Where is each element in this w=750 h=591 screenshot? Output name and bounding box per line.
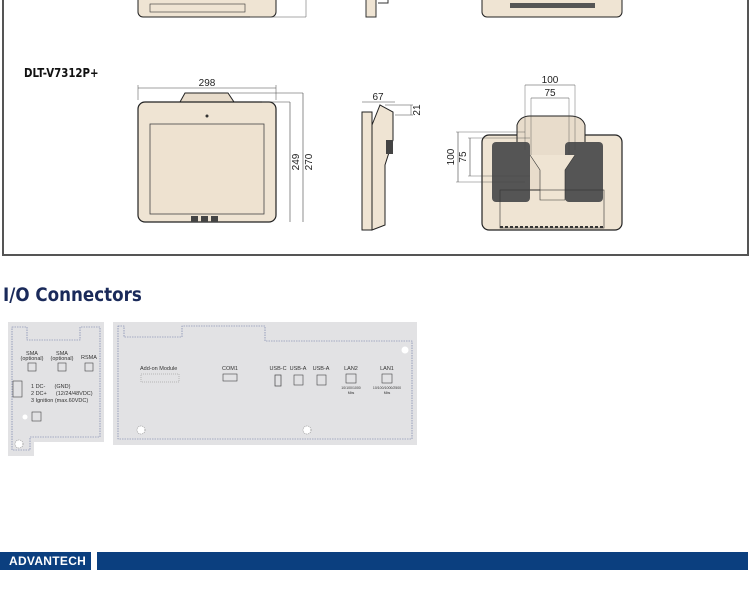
dim-vesa-h-outer: 100 xyxy=(542,75,559,86)
dim-height-inner: 249 xyxy=(291,153,302,170)
sma1-port xyxy=(27,362,37,372)
power-pin-3: 3 Ignition (max.60VDC) xyxy=(31,398,88,404)
dim-height-total: 270 xyxy=(304,153,315,170)
com1-label: COM1 xyxy=(222,366,238,372)
lan1-speed: 10/100/1000/2500 xyxy=(373,386,401,390)
dim-vesa-v-outer: 100 xyxy=(446,148,457,165)
previous-model-back-view xyxy=(481,0,623,18)
rsma-label: RSMA xyxy=(81,355,97,361)
lan2-label: LAN2 xyxy=(344,366,358,372)
lan2-unit: Mbs xyxy=(348,391,355,395)
io-left-panel: SMA (optional) SMA (optional) RSMA 1 DC-… xyxy=(8,322,104,456)
sma1-sub: (optional) xyxy=(21,356,44,362)
usba2-label: USB-A xyxy=(313,366,330,372)
usba2-port xyxy=(316,374,327,386)
com1-port xyxy=(222,373,238,382)
previous-model-side-view xyxy=(365,0,389,18)
addon-module-slot xyxy=(140,373,180,383)
front-view: 298 249 270 xyxy=(137,78,315,223)
drawing-frame xyxy=(2,0,749,256)
lan2-speed: 10/100/1000 xyxy=(341,386,361,390)
power-pin-1: 1 DC- (GND) xyxy=(31,384,71,390)
dim-depth: 67 xyxy=(372,92,384,103)
dim-width: 298 xyxy=(199,78,216,89)
addon-module-label: Add-on Module xyxy=(140,366,177,372)
sma1-label: SMA xyxy=(26,351,38,357)
usba1-port xyxy=(293,374,304,386)
usba1-label: USB-A xyxy=(290,366,307,372)
lan1-label: LAN1 xyxy=(380,366,394,372)
dim-vesa-h-inner: 75 xyxy=(544,88,556,99)
sma2-label: SMA xyxy=(56,351,68,357)
side-view: 67 21 xyxy=(361,92,423,231)
sma2-port xyxy=(57,362,67,372)
lan1-unit: Mbs xyxy=(384,391,391,395)
dim-vesa-v-inner: 75 xyxy=(458,151,469,163)
dim-handle: 21 xyxy=(412,104,423,116)
usbc-label: USB-C xyxy=(269,366,286,372)
power-pin-2: 2 DC+ (12/24/48VDC) xyxy=(31,391,93,397)
power-connector xyxy=(12,380,23,398)
advantech-logo: ADVANTECH xyxy=(3,552,97,570)
sma2-sub: (optional) xyxy=(51,356,74,362)
previous-model-front-view xyxy=(137,0,307,18)
rsma-port xyxy=(84,362,94,372)
io-connectors-heading: I/O Connectors xyxy=(3,284,142,306)
model-name: DLT-V7312P+ xyxy=(24,66,99,80)
lan1-port xyxy=(381,373,393,384)
lan2-port xyxy=(345,373,357,384)
footer-bar xyxy=(0,552,748,570)
usbc-port xyxy=(274,374,282,387)
brand-text: ADVANTECH xyxy=(3,552,91,570)
back-view: 100 75 100 75 xyxy=(446,75,623,231)
io-right-panel: Add-on Module COM1 USB-C USB-A USB-A LAN… xyxy=(113,322,417,445)
ground-icon xyxy=(31,411,42,422)
